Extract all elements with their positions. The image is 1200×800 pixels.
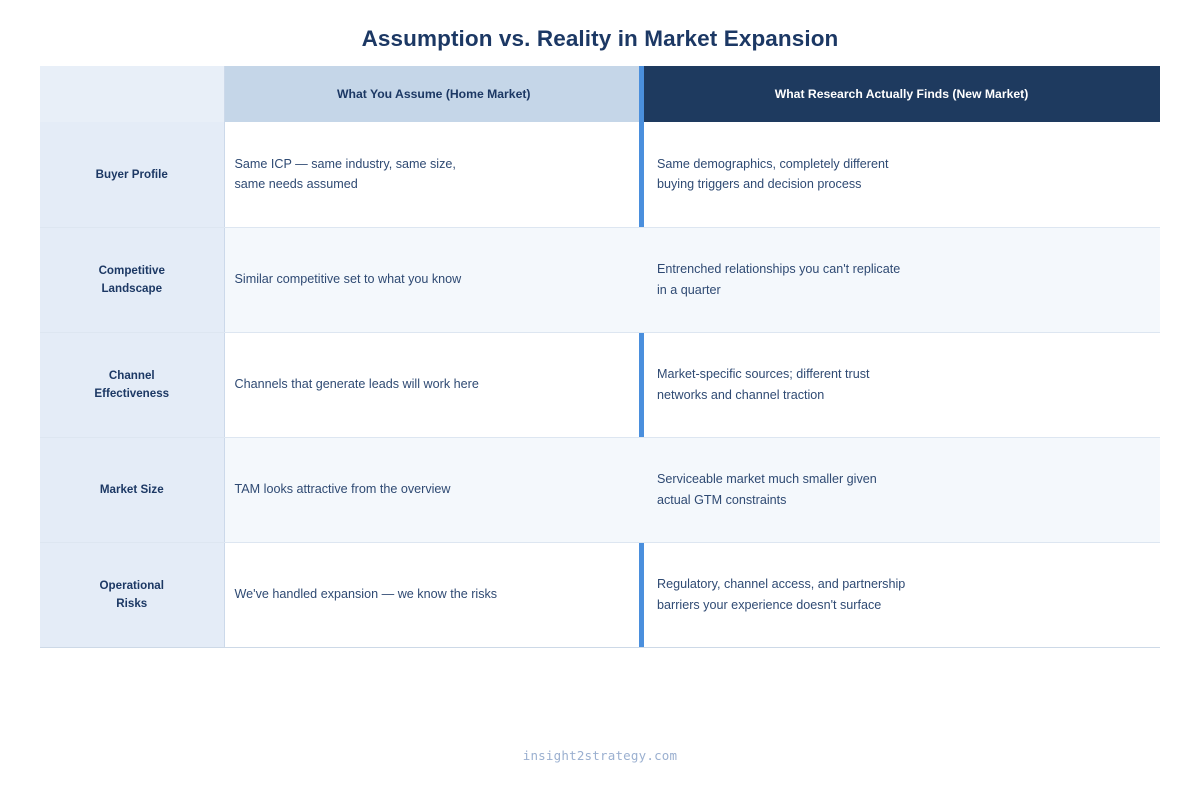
row-label-cell: Buyer Profile [40,122,225,228]
assumption-line: Similar competitive set to what you know [234,272,462,287]
table-row: Buyer Profile Same ICP — same industry, s… [40,122,1160,228]
table-body: Buyer Profile Same ICP — same industry, s… [40,122,1160,648]
row-label-line: Channel [108,369,155,383]
reality-cell: Serviceable market much smaller given act… [643,437,1160,543]
footer-source: insight2strategy.com [522,748,678,763]
row-label-line: Effectiveness [94,386,170,400]
reality-line: Regulatory, channel access, and partners… [657,577,906,592]
assumption-line: TAM looks attractive from the overview [234,482,451,497]
reality-cell: Entrenched relationships you can't repli… [643,227,1160,333]
reality-line: networks and channel traction [657,387,825,402]
table-header: What You Assume (Home Market) What Resea… [40,66,1160,122]
header-cell-reality: What Research Actually Finds (New Market… [639,66,1160,122]
reality-line: Entrenched relationships you can't repli… [657,262,901,277]
row-label-line: Risks [116,596,148,610]
header-cell-assume: What You Assume (Home Market) [224,66,643,122]
row-label-line: Market Size [99,482,164,496]
reality-line: buying triggers and decision process [657,177,862,192]
assumption-cell: Similar competitive set to what you know [224,227,643,333]
row-label-line: Landscape [101,281,163,295]
assumption-cell: TAM looks attractive from the overview [224,437,643,543]
assumption-line: Channels that generate leads will work h… [234,377,479,392]
reality-line: Serviceable market much smaller given [657,472,877,487]
reality-line: Market-specific sources; different trust [657,367,870,382]
table-row: Market Size TAM looks attractive from the… [40,437,1160,543]
reality-cell: Same demographics, completely different b… [639,122,1160,228]
assumption-line: Same ICP — same industry, same size, [234,156,456,171]
header-cell-label [40,66,225,122]
comparison-table: What You Assume (Home Market) What Resea… [40,66,1160,648]
assumption-cell: We've handled expansion — we know the ri… [224,542,643,648]
reality-line: in a quarter [657,282,721,297]
reality-cell: Regulatory, channel access, and partners… [639,542,1160,648]
reality-line: actual GTM constraints [657,492,787,507]
assumption-cell: Channels that generate leads will work h… [224,332,643,438]
row-label-line: Buyer Profile [95,167,168,181]
row-label-line: Competitive [98,264,165,278]
reality-line: Same demographics, completely different [657,156,889,171]
assumption-line: We've handled expansion — we know the ri… [234,587,498,602]
header-row: What You Assume (Home Market) What Resea… [40,66,1160,122]
reality-line: barriers your experience doesn't surface [657,597,882,612]
assumption-cell: Same ICP — same industry, same size, same… [224,122,643,228]
reality-cell: Market-specific sources; different trust… [639,332,1160,438]
row-label-cell: Market Size [40,437,225,543]
row-label-line: Operational [99,579,164,593]
assumption-line: same needs assumed [234,177,358,192]
page-title: Assumption vs. Reality in Market Expansi… [361,26,839,51]
